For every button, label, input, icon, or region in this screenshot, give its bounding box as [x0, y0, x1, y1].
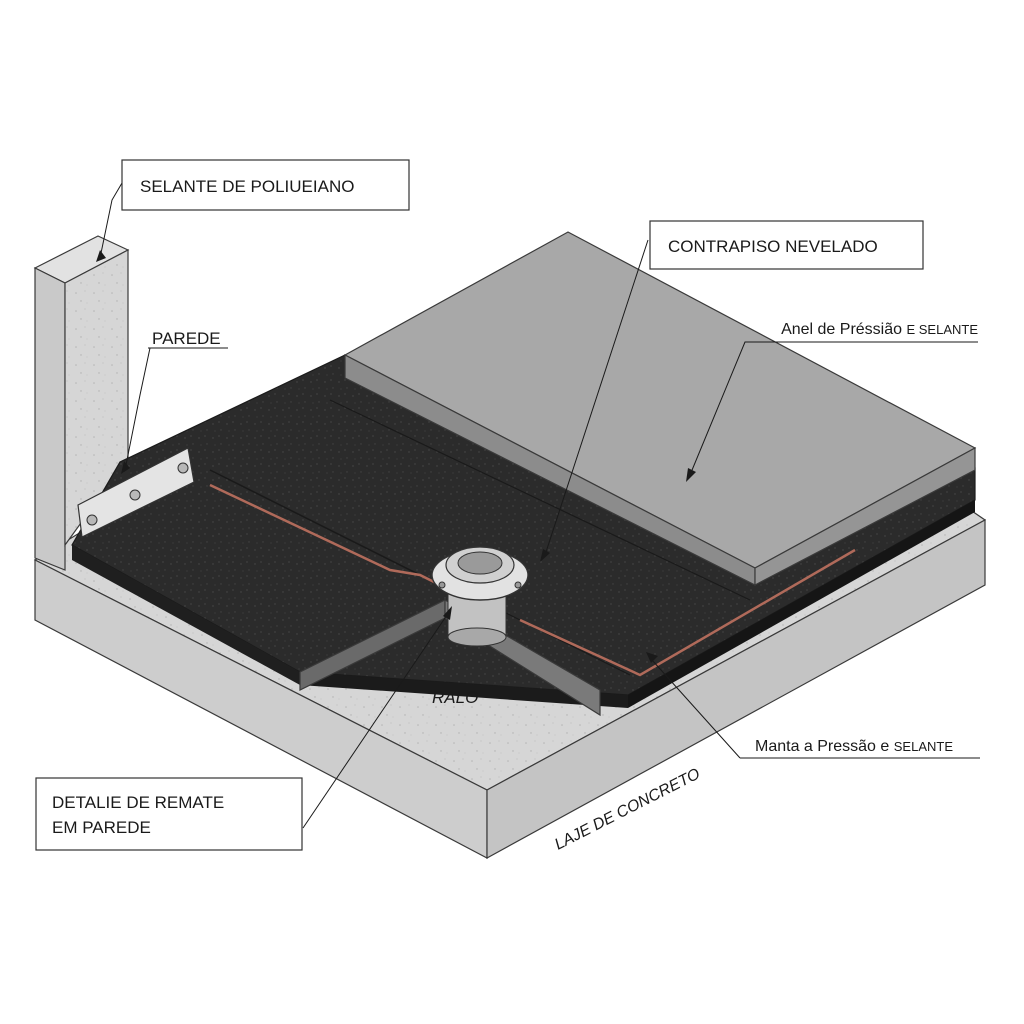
svg-text:Manta a Pressão e SELANTE: Manta a Pressão e SELANTE	[755, 738, 953, 755]
svg-text:SELANTE DE POLIUEIANO: SELANTE DE POLIUEIANO	[140, 177, 354, 196]
slab-front-right	[486, 518, 986, 860]
svg-text:DETALIE DE REMATE: DETALIE DE REMATE	[52, 793, 224, 812]
channel-line-1	[209, 469, 441, 586]
waterproof-membrane	[71, 354, 976, 708]
label-parede: PAREDE	[148, 329, 228, 349]
drain-screw-icon	[438, 581, 446, 589]
leader-anel	[689, 341, 978, 476]
leader-contrapiso	[544, 239, 649, 556]
bolt-icon	[177, 462, 189, 474]
drain-assembly	[431, 546, 529, 647]
label-anel: Anel de Préssião E SELANTE	[781, 321, 978, 338]
drain-pipe-bottom	[447, 627, 507, 647]
bolt-icon	[86, 514, 98, 526]
sealant-bead-left	[209, 483, 441, 587]
sealant-bead-right	[519, 548, 856, 677]
arrowhead	[443, 606, 452, 620]
label-selante: SELANTE DE POLIUEIANO	[121, 159, 410, 211]
drain-hole	[457, 551, 503, 575]
arrowhead	[686, 468, 696, 482]
arrowhead	[646, 652, 658, 663]
leader-parede	[124, 347, 151, 471]
drain-screw-icon	[514, 581, 522, 589]
arrowhead	[121, 461, 130, 474]
leader-manta	[651, 659, 741, 759]
screed-block	[343, 231, 977, 586]
arrowhead	[540, 549, 550, 562]
label-manta: Manta a Pressão e SELANTE	[740, 738, 980, 759]
svg-text:PAREDE: PAREDE	[152, 329, 221, 348]
arrowhead	[96, 250, 106, 262]
bolt-icon	[129, 489, 141, 501]
wall-front	[34, 267, 66, 571]
leader-selante	[99, 182, 123, 259]
svg-text:CONTRAPISO NEVELADO: CONTRAPISO NEVELADO	[668, 237, 878, 256]
label-detalhe: DETALIE DE REMATE EM PAREDE	[35, 777, 303, 851]
leader-detalhe	[302, 614, 448, 829]
svg-text:Anel de Préssião E SELANTE: Anel de Préssião E SELANTE	[781, 321, 978, 338]
svg-text:EM PAREDE: EM PAREDE	[52, 818, 151, 837]
label-ralo: RALO	[432, 688, 478, 707]
membrane-left-flap	[72, 545, 300, 685]
wall	[33, 235, 130, 571]
leader-lines	[96, 182, 978, 829]
wall-flashing-bracket	[77, 447, 195, 538]
svg-text:RALO: RALO	[432, 688, 478, 707]
membrane-edge-front	[300, 672, 628, 708]
channel-line-2	[329, 399, 751, 601]
screed-side	[754, 446, 976, 586]
label-contrapiso: CONTRAPISO NEVELADO	[649, 220, 924, 270]
sealant-lines	[209, 399, 856, 677]
membrane-edge-right	[628, 500, 975, 708]
